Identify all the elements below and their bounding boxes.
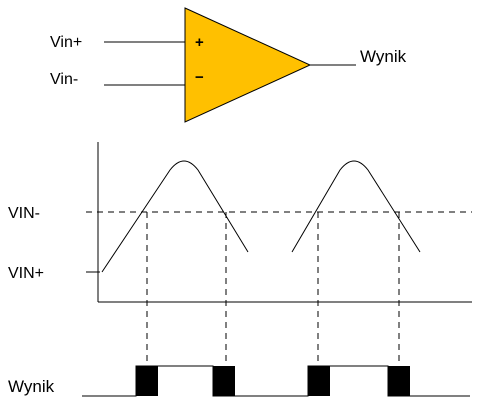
vin-minus-label: VIN- xyxy=(8,205,40,222)
triangle-wave-2 xyxy=(291,160,421,253)
output-trace: Wynik xyxy=(8,365,470,397)
crossing-guides xyxy=(146,212,400,366)
plus-sign: + xyxy=(195,34,204,51)
output-trace-label: Wynik xyxy=(8,377,55,396)
input-pos-label: Vin+ xyxy=(50,34,82,51)
vin-minus-label-text: VIN- xyxy=(8,205,40,222)
opamp-triangle xyxy=(184,7,312,123)
minus-sign: − xyxy=(195,69,204,86)
opamp-symbol: + − Vin+ Vin- Wynik xyxy=(50,7,407,123)
input-neg-label: Vin- xyxy=(50,71,78,88)
output-label: Wynik xyxy=(360,47,407,66)
transition-block xyxy=(136,366,158,396)
triangle-wave-1 xyxy=(101,160,249,273)
transition-block xyxy=(213,366,235,396)
input-graph: VIN- VIN+ xyxy=(8,142,472,366)
vin-plus-label: VIN+ xyxy=(8,265,44,282)
transition-block xyxy=(388,366,410,396)
vin-plus-label-text: VIN+ xyxy=(8,265,44,282)
transition-block xyxy=(308,366,330,396)
